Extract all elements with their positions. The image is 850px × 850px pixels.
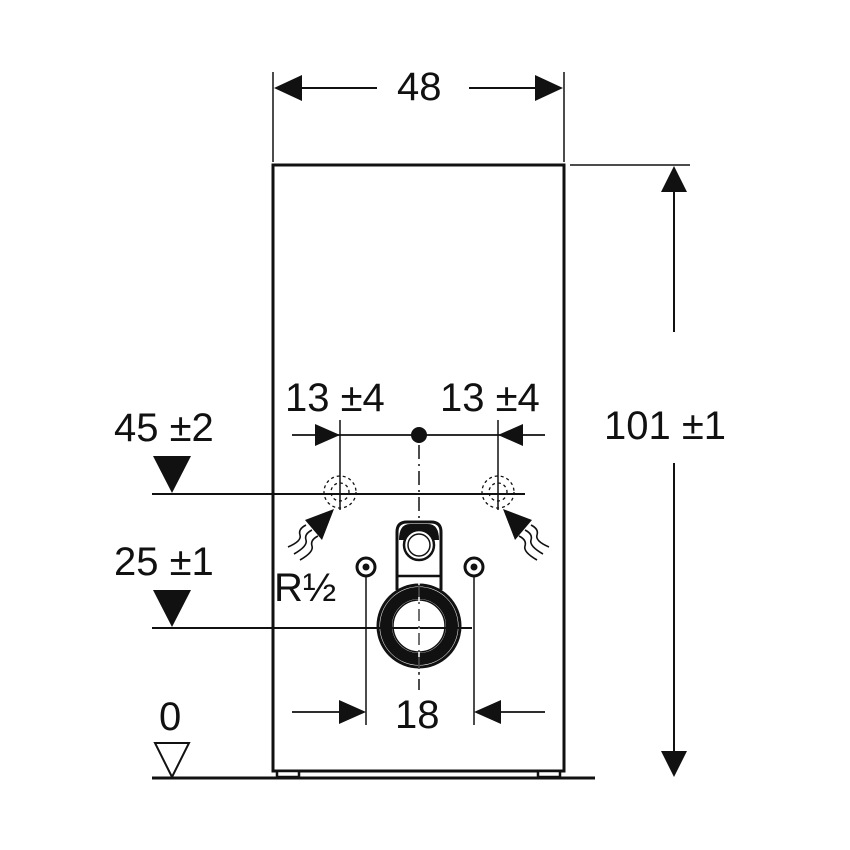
level-45-marker xyxy=(152,456,525,495)
width-dimension xyxy=(272,72,565,162)
water-flow-left-icon xyxy=(287,509,334,561)
level-45-label: 45 ±2 xyxy=(114,406,214,450)
right-offset-label: 13 ±4 xyxy=(440,376,540,420)
flush-pipe-connector-icon xyxy=(395,520,443,590)
level-0-label: 0 xyxy=(159,695,182,739)
fixing-bolt-left-icon xyxy=(355,556,377,725)
left-offset-label: 13 ±4 xyxy=(285,376,385,420)
arrow-left-icon xyxy=(474,700,501,724)
water-inlet-right-icon xyxy=(481,475,515,509)
arrow-left-icon xyxy=(498,424,523,446)
arrow-up-icon xyxy=(661,166,687,192)
level-triangle-filled-icon xyxy=(153,456,191,493)
water-flow-right-icon xyxy=(503,509,550,561)
offset-dimensions xyxy=(292,420,545,510)
height-label: 101 ±1 xyxy=(604,404,727,448)
thread-label: R½ xyxy=(274,566,337,610)
fixing-spacing-label: 18 xyxy=(395,693,440,737)
level-25-label: 25 ±1 xyxy=(114,540,214,584)
fixing-bolt-right-icon xyxy=(463,556,485,725)
width-label: 48 xyxy=(397,65,442,109)
level-zero-triangle-icon xyxy=(153,742,191,780)
center-point-icon xyxy=(411,427,427,443)
height-dimension xyxy=(570,164,690,777)
arrow-right-icon xyxy=(339,700,366,724)
water-inlet-left-icon xyxy=(323,475,357,509)
arrow-left-icon xyxy=(274,75,302,101)
level-triangle-filled-icon xyxy=(153,590,191,627)
fixing-spacing-dimension xyxy=(292,700,545,724)
arrow-right-icon xyxy=(315,424,340,446)
arrow-right-icon xyxy=(535,75,563,101)
arrow-down-icon xyxy=(661,751,687,777)
